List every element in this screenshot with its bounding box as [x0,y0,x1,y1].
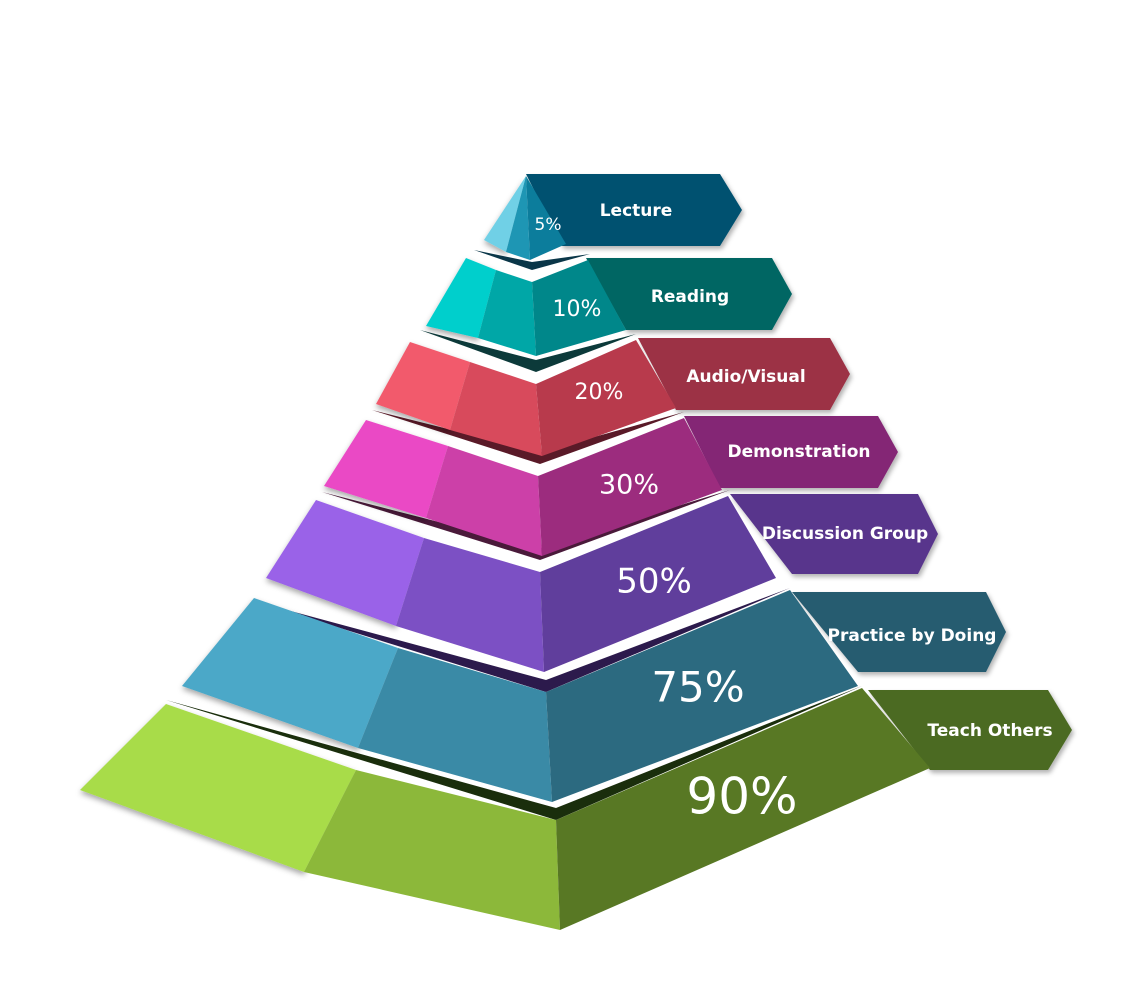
face-right-reading [532,260,626,356]
tab-lecture [526,174,742,246]
face-middle-practice-by-doing [358,648,552,802]
label-lecture: Lecture [600,201,673,221]
face-right-audio-visual [536,340,676,456]
tab-discussion-group [730,494,938,574]
tab-reading [586,258,792,330]
face-right-discussion-group [540,496,776,672]
level-reading: Reading 10% [426,250,792,356]
face-left-teach-others [80,704,356,872]
percent-demonstration: 30% [599,470,659,501]
face-middle-discussion-group [396,538,544,672]
level-practice-by-doing: Practice by Doing 75% [182,588,1006,802]
face-left-demonstration [324,420,448,518]
percent-practice-by-doing: 75% [651,663,744,712]
level-demonstration: Demonstration 30% [324,410,898,556]
label-reading: Reading [651,287,729,307]
label-practice-by-doing: Practice by Doing [828,626,997,646]
tab-demonstration [684,416,898,488]
face-left-discussion-group [266,500,424,626]
level-teach-others: Teach Others 90% [80,686,1072,930]
tab-practice-by-doing [792,592,1006,672]
face-right-lecture [526,176,566,260]
face-middle-demonstration [426,446,542,556]
level-gap-demonstration [372,410,684,464]
face-right-teach-others [556,688,930,930]
face-middle-audio-visual [450,362,542,456]
face-middle-lecture [506,176,530,260]
tab-audio-visual [638,338,850,410]
tab-teach-others [868,690,1072,770]
level-gap-reading [474,250,590,270]
level-gap-audio-visual [420,330,636,372]
face-left-practice-by-doing [182,598,398,748]
face-left-reading [426,258,496,338]
label-audio-visual: Audio/Visual [686,367,805,387]
percent-lecture: 5% [535,215,562,235]
label-demonstration: Demonstration [728,442,871,462]
level-audio-visual: Audio/Visual 20% [376,330,850,456]
percent-reading: 10% [553,297,602,322]
percent-audio-visual: 20% [575,380,624,405]
label-teach-others: Teach Others [927,721,1052,741]
face-right-demonstration [538,418,722,556]
label-discussion-group: Discussion Group [762,524,928,544]
face-middle-teach-others [304,770,560,930]
percent-teach-others: 90% [686,768,797,826]
face-middle-reading [478,270,536,356]
face-left-lecture [484,176,526,252]
percent-discussion-group: 50% [616,562,692,602]
face-left-audio-visual [376,342,470,430]
face-right-practice-by-doing [546,590,858,802]
level-lecture: Lecture 5% [484,174,742,260]
